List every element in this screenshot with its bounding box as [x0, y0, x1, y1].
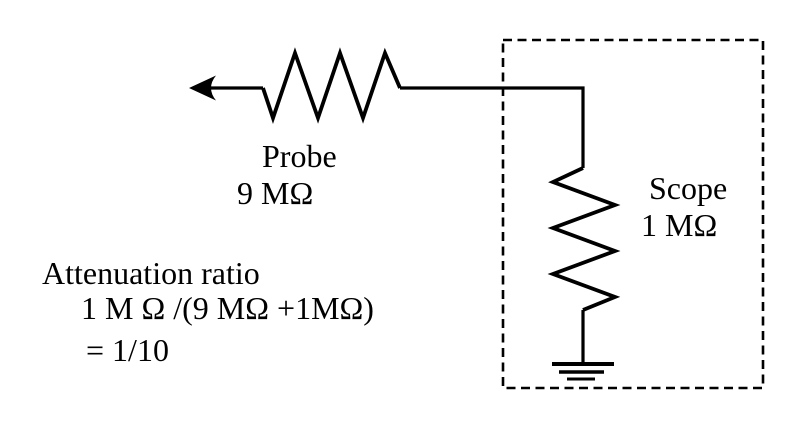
- ground-icon: [552, 362, 614, 381]
- attenuation-result: = 1/10: [86, 332, 169, 368]
- probe-resistance-value: 9 MΩ: [237, 175, 314, 211]
- scope-dashed-border: [501, 38, 765, 390]
- attenuation-formula: 1 M Ω /(9 MΩ +1MΩ): [81, 290, 374, 326]
- left-arrow-icon: [189, 75, 216, 101]
- attenuation-title: Attenuation ratio: [42, 255, 260, 291]
- scope-label: Scope: [649, 170, 728, 206]
- scope-resistance-value: 1 MΩ: [641, 207, 718, 243]
- wire-to-scope: [400, 86, 585, 168]
- scope-resistor-icon: [547, 166, 621, 312]
- probe-resistor-icon: [261, 47, 402, 124]
- probe-label: Probe: [262, 138, 337, 174]
